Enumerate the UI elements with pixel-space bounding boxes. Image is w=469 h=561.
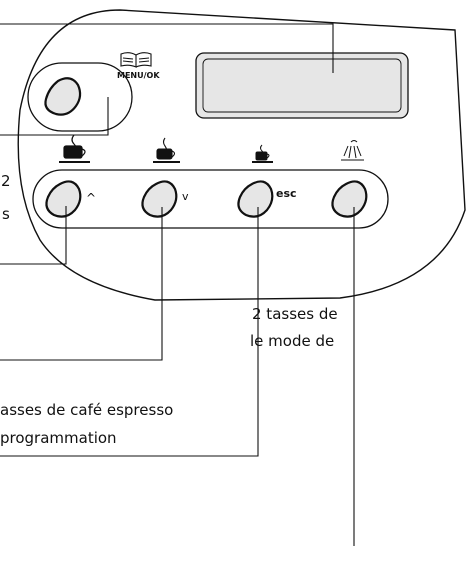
- steam-button[interactable]: [331, 180, 368, 218]
- note-espresso-line-1: asses de café espresso: [0, 401, 173, 419]
- up-button[interactable]: [45, 180, 82, 218]
- left-fragment-2: s: [2, 205, 10, 223]
- button-row-bezel: [32, 169, 389, 229]
- note-2cups-line-2: le mode de: [250, 332, 334, 350]
- note-espresso-line-2: programmation: [0, 429, 117, 447]
- leader-menu: [0, 97, 109, 136]
- menu-ok-label: MENU/OK: [117, 71, 160, 80]
- leader-esc: [0, 207, 259, 457]
- one-cup-icon: [252, 144, 273, 163]
- display-screen: [195, 52, 409, 119]
- leader-lines: [0, 23, 355, 546]
- left-fragment-1: 2: [1, 172, 11, 190]
- leader-up: [0, 206, 67, 265]
- up-arrow-label: ^: [86, 191, 96, 205]
- down-arrow-label: v: [182, 190, 189, 203]
- steam-icon: [341, 140, 364, 161]
- esc-button[interactable]: [237, 180, 274, 218]
- leader-down: [0, 207, 163, 361]
- down-button[interactable]: [141, 180, 178, 218]
- menu-ok-button[interactable]: [44, 77, 82, 116]
- book-icon: [120, 52, 152, 68]
- two-cups-large-icon: [59, 134, 90, 163]
- two-cups-icon: [153, 137, 180, 163]
- display-inner-frame: [202, 58, 402, 113]
- esc-label: esc: [276, 187, 297, 200]
- note-2cups-line-1: 2 tasses de: [252, 305, 338, 323]
- leader-display: [0, 23, 334, 73]
